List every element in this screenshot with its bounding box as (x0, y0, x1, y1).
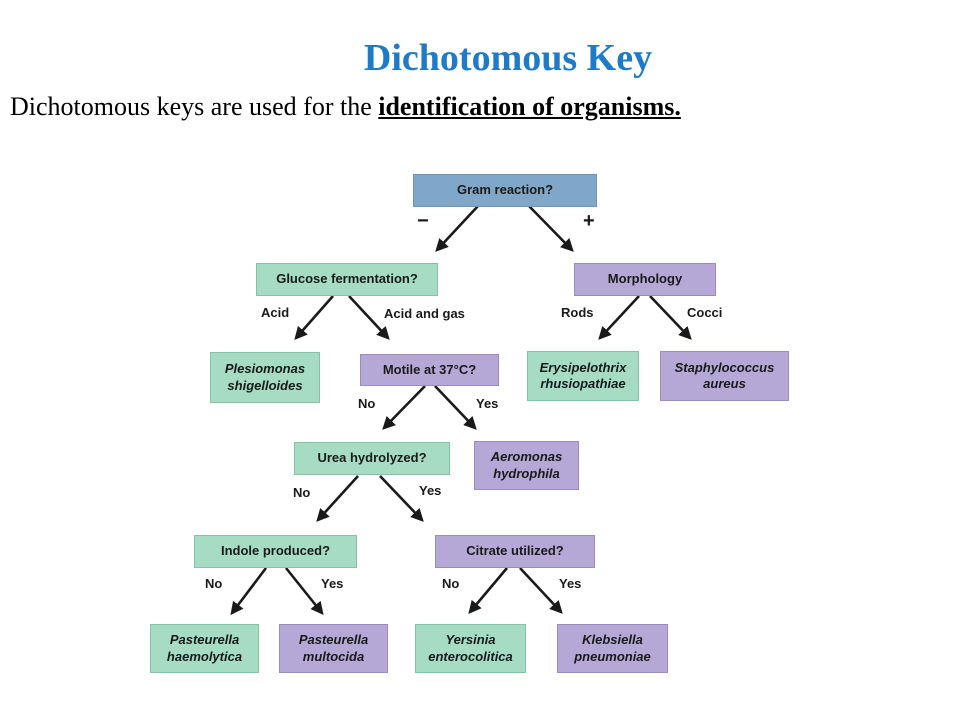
node-motile: Motile at 37°C? (360, 354, 499, 386)
arrow-root-plus (528, 205, 574, 252)
arrow-indole-yes (284, 567, 324, 616)
edge-label-urea-yes: Yes (419, 483, 442, 498)
edge-label-urea-no: No (293, 485, 311, 500)
arrow-citrate-yes (519, 567, 563, 614)
arrow-indole-no (230, 567, 268, 616)
arrow-citrate-no (468, 567, 508, 614)
leaf-yersinia-genus: Yersinia (445, 632, 496, 648)
edge-label-citrate-no: No (442, 576, 460, 591)
edge-label-citrate-yes: Yes (559, 576, 582, 591)
arrow-urea-no (316, 475, 359, 522)
edge-label-indole-no: No (205, 576, 223, 591)
intro-text: Dichotomous keys are used for the identi… (10, 92, 681, 122)
leaf-klebsiella-genus: Klebsiella (582, 632, 643, 648)
leaf-erysipelothrix-species: rhusiopathiae (540, 376, 626, 391)
edge-label-motile-yes: Yes (476, 396, 499, 411)
leaf-yersinia-species: enterocolitica (428, 648, 513, 664)
leaf-klebsiella-species: pneumoniae (574, 648, 651, 664)
leaf-plesiomonas-genus: Plesiomonas (224, 361, 306, 377)
edge-label-acid-gas: Acid and gas (384, 306, 465, 321)
arrow-morph-cocci (649, 295, 692, 340)
edge-label-cocci: Cocci (687, 305, 723, 320)
edge-label-indole-yes: Yes (321, 576, 344, 591)
node-morphology: Morphology (574, 263, 716, 296)
arrow-motile-no (382, 385, 426, 430)
arrow-morph-rods (598, 295, 640, 340)
leaf-aeromonas-genus: Aeromonas (490, 449, 563, 465)
edge-label-plus: + (583, 210, 595, 232)
arrow-motile-yes (434, 385, 477, 430)
edge-label-rods: Rods (561, 305, 594, 320)
edge-label-motile-no: No (358, 396, 376, 411)
leaf-ph-genus: Pasteurella (169, 632, 240, 648)
leaf-plesiomonas-species: shigelloides (227, 377, 303, 393)
arrow-urea-yes (379, 475, 424, 522)
edge-label-minus: − (417, 210, 429, 232)
leaf-pm-genus: Pasteurella (298, 632, 369, 648)
leaf-erysipelothrix-genus: Erysipelothrix (539, 359, 627, 375)
node-urea: Urea hydrolyzed? (294, 442, 450, 475)
arrow-root-minus (435, 205, 479, 252)
leaf-ph-species: haemolytica (166, 648, 243, 664)
arrow-glucose-acidgas (348, 295, 390, 340)
leaf-aeromonas-species: hydrophila (493, 465, 560, 481)
leaf-pm-species: multocida (302, 648, 365, 664)
edge-label-acid: Acid (261, 305, 290, 320)
arrow-glucose-acid (294, 295, 334, 340)
node-glucose-fermentation: Glucose fermentation? (256, 263, 438, 296)
leaf-staphylococcus-species: aureus (703, 376, 746, 391)
page-title: Dichotomous Key (363, 37, 653, 79)
leaf-staphylococcus-genus: Staphylococcus (674, 359, 775, 375)
node-indole: Indole produced? (194, 535, 357, 568)
intro-emphasis: identification of organisms. (378, 92, 681, 121)
node-gram-reaction: Gram reaction? (413, 174, 597, 207)
intro-prefix: Dichotomous keys are used for the (10, 92, 379, 121)
node-citrate: Citrate utilized? (435, 535, 595, 568)
